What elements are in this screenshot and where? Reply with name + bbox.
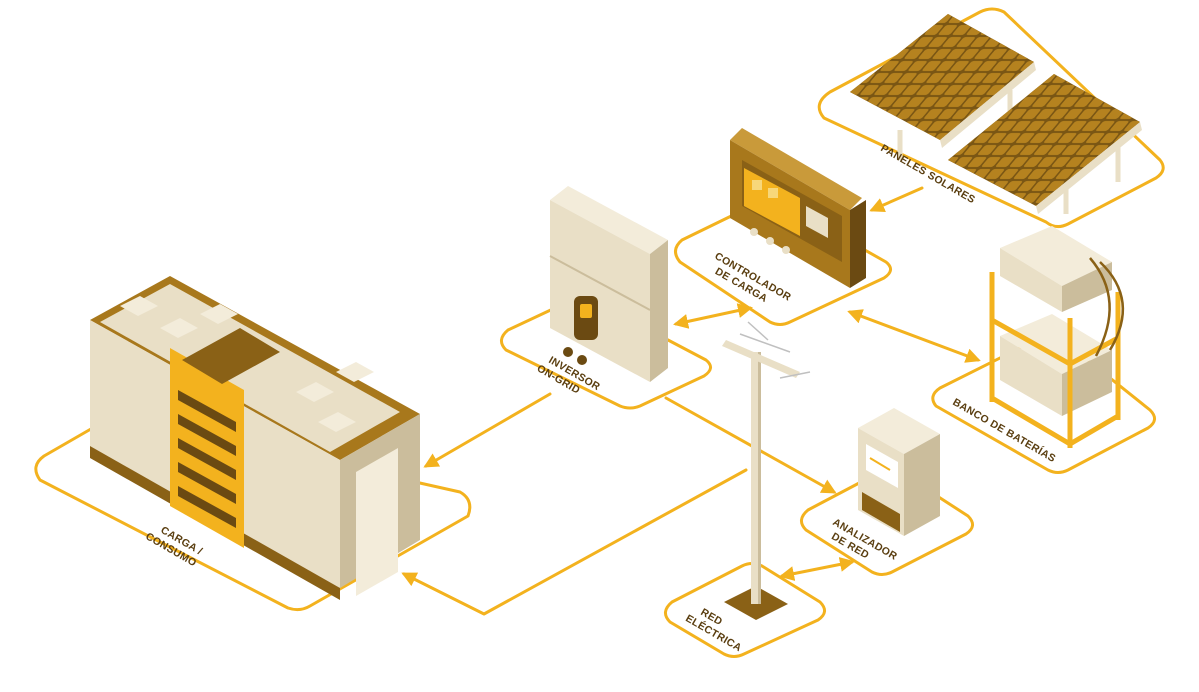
grid-analyzer-icon [858,408,940,536]
charge-controller-icon [730,128,866,288]
flow-inversor-analizador [664,396,837,494]
flow-red-analizador [779,556,855,582]
inverter-icon [549,186,668,382]
flow-controlador-inversor [673,303,753,329]
flow-red-carga [401,468,748,616]
building-icon [90,276,420,600]
solar-panels-icon [850,14,1142,214]
flow-inversor-carga [423,392,552,468]
utility-pole-icon [722,321,811,620]
battery-bank-icon [989,226,1125,448]
flow-paneles-controlador [869,186,924,213]
flow-controlador-banco [847,309,981,363]
